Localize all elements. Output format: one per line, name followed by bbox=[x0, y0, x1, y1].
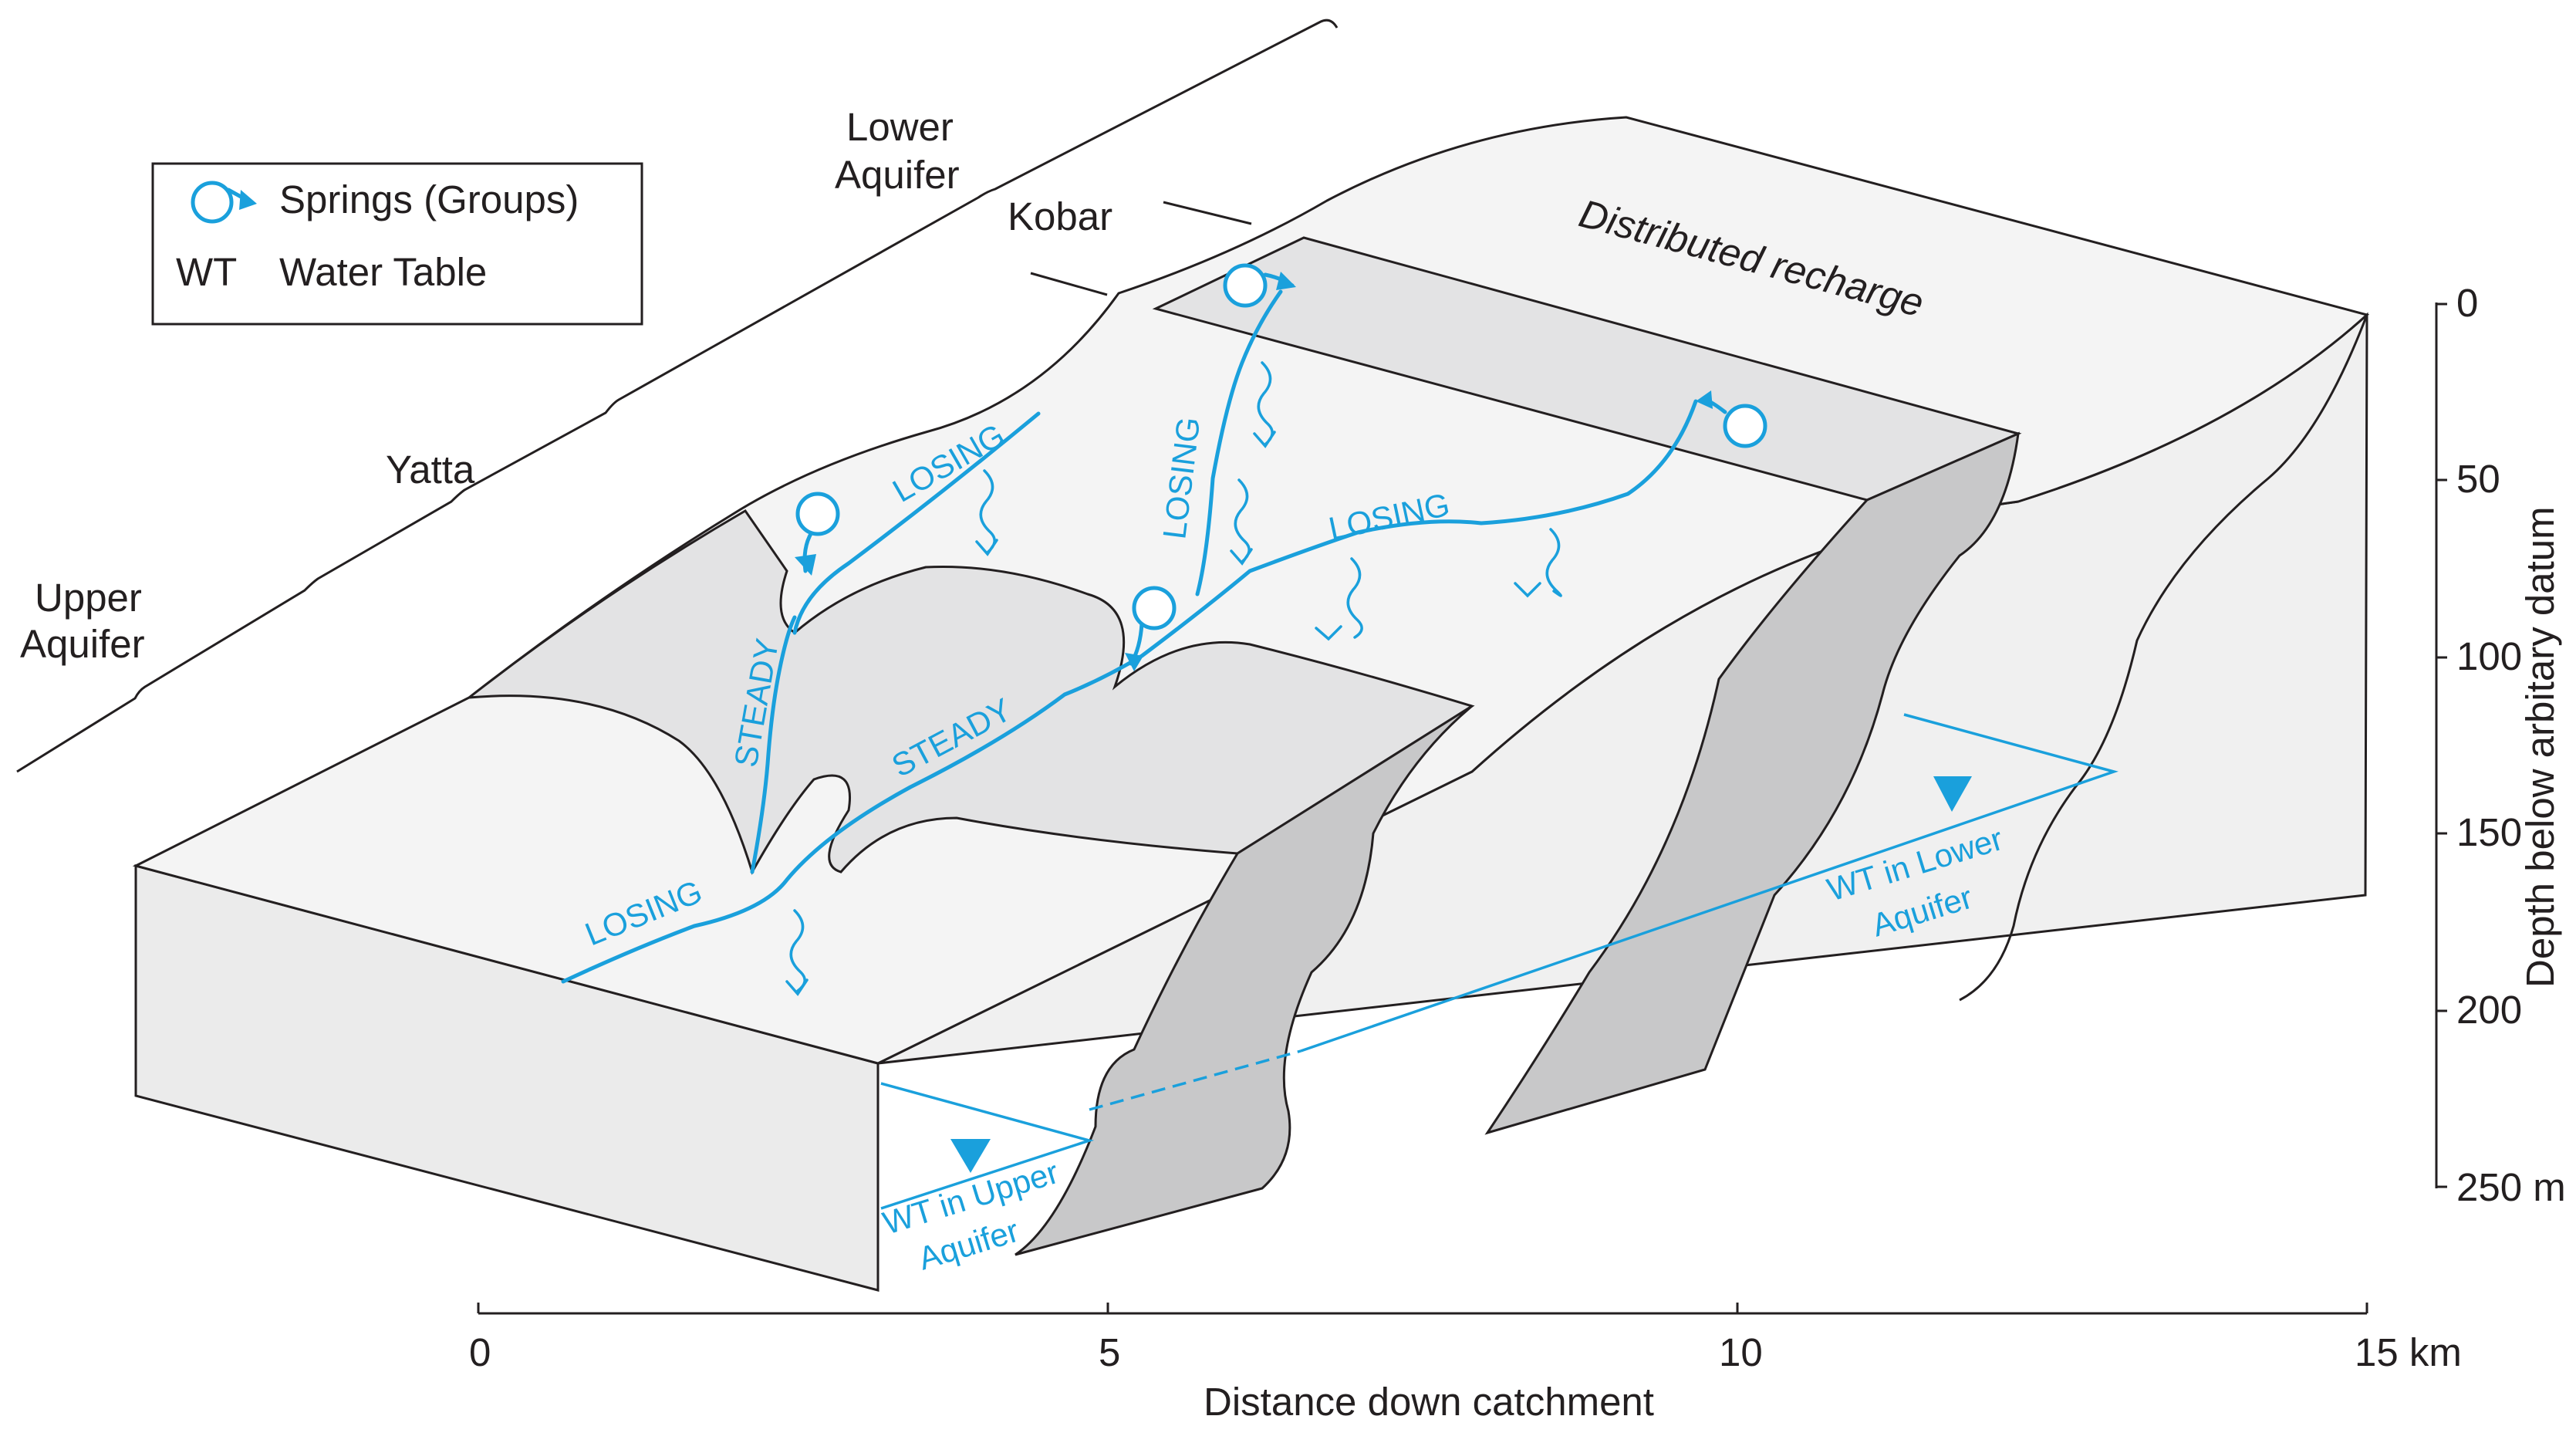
legend: Springs (Groups) WT Water Table bbox=[151, 162, 643, 326]
wt-lower-line bbox=[1300, 713, 2119, 1053]
spring-icon-east bbox=[1723, 404, 1767, 448]
right-face-inner-edge bbox=[1959, 314, 2368, 1002]
spring-icon-kobar bbox=[1223, 263, 1268, 308]
depth-tick-label: 0 bbox=[2456, 281, 2478, 325]
recharge-arrow bbox=[785, 909, 809, 996]
yatta-band bbox=[465, 509, 1475, 875]
recharge-arrow bbox=[1230, 478, 1253, 566]
upper-aquifer-label-line1: Upper bbox=[35, 576, 142, 620]
legend-springs-label: Springs (Groups) bbox=[279, 177, 579, 221]
springs bbox=[795, 263, 1767, 630]
distance-tick-label: 0 bbox=[469, 1330, 491, 1374]
spring-legend-icon bbox=[191, 181, 257, 224]
kobar-tick-lower bbox=[1030, 272, 1108, 296]
spring-icon-yatta bbox=[795, 492, 840, 536]
distance-axis: 0 5 10 15 km Distance down catchment bbox=[469, 1303, 2462, 1424]
legend-wt-label: Water Table bbox=[279, 250, 487, 294]
depth-tick-label: 250 m bbox=[2456, 1165, 2566, 1209]
depth-axis: 0 50 100 150 200 250 m Depth below arbit… bbox=[2435, 281, 2566, 1209]
river-arrow-2 bbox=[1125, 653, 1143, 671]
recharge-arrow bbox=[1514, 528, 1562, 598]
legend-wt-abbrev: WT bbox=[176, 250, 237, 294]
spring-icon-mid bbox=[1132, 586, 1177, 630]
recharge-arrows bbox=[785, 361, 1562, 996]
legend-box bbox=[151, 162, 643, 326]
upper-aquifer-label-line2: Aquifer bbox=[20, 622, 145, 666]
formation-axis: Upper Aquifer Yatta Lower Aquifer Kobar bbox=[16, 19, 1339, 773]
distance-axis-title: Distance down catchment bbox=[1204, 1380, 1654, 1424]
wt-lower-marker bbox=[1933, 776, 1972, 812]
yatta-outcrop-front bbox=[1015, 705, 1473, 1256]
distance-tick-label: 5 bbox=[1099, 1330, 1120, 1374]
block bbox=[132, 116, 2370, 1292]
river-arrow-3 bbox=[1276, 272, 1296, 290]
yatta-label: Yatta bbox=[386, 448, 475, 492]
kobar-label: Kobar bbox=[1008, 194, 1112, 238]
depth-axis-line bbox=[2435, 302, 2447, 1188]
recharge-arrow bbox=[1315, 557, 1363, 641]
depth-tick-label: 50 bbox=[2456, 457, 2500, 501]
northwest-tributary bbox=[792, 411, 1041, 635]
rivers bbox=[561, 272, 1727, 984]
depth-tick-label: 150 bbox=[2456, 810, 2522, 854]
lower-aquifer-label-line1: Lower bbox=[846, 105, 954, 149]
distance-tick-label: 10 bbox=[1719, 1330, 1763, 1374]
recharge-arrow bbox=[975, 469, 998, 556]
wt-upper-line bbox=[880, 1082, 1095, 1210]
lower-aquifer-label-line2: Aquifer bbox=[835, 153, 960, 197]
wt-upper-marker bbox=[950, 1139, 991, 1173]
kobar-tick-upper bbox=[1163, 201, 1252, 225]
river-arrow-4 bbox=[1696, 390, 1713, 409]
wt-upper-dashed bbox=[1089, 1049, 1302, 1111]
distance-tick-label: 15 km bbox=[2355, 1330, 2462, 1374]
distance-axis-line bbox=[477, 1303, 2368, 1315]
recharge-arrow bbox=[1253, 361, 1276, 448]
west-tributary bbox=[750, 615, 797, 874]
river-arrow-1 bbox=[795, 554, 816, 576]
depth-axis-title: Depth below arbitary datum bbox=[2518, 506, 2562, 988]
formation-axis-line bbox=[16, 19, 1339, 773]
depth-tick-label: 200 bbox=[2456, 988, 2522, 1032]
depth-tick-label: 100 bbox=[2456, 634, 2522, 678]
kobar-outcrop-right bbox=[1484, 431, 2020, 1135]
kobar-tributary bbox=[1195, 289, 1283, 596]
